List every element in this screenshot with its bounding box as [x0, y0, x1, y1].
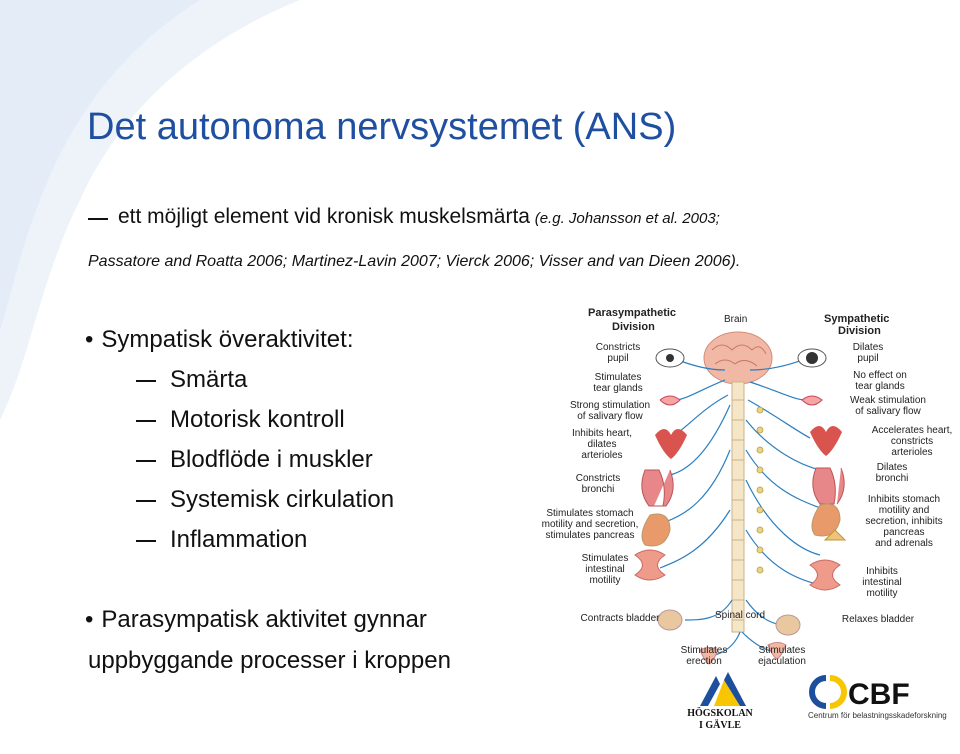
intestine-right: [809, 559, 841, 591]
bullet-sympathetic-text: Sympatisk överaktivitet:: [101, 326, 354, 353]
page-title: Det autonoma nervsystemet (ANS): [87, 106, 677, 148]
dash-marker: [136, 419, 156, 422]
citation-refs-1: (e.g. Johansson et al. 2003;: [534, 210, 720, 227]
sub-item: Smärta: [136, 366, 247, 394]
genital-right: [767, 642, 787, 660]
sub-item-text: Motorisk kontroll: [170, 406, 345, 433]
sub-item-text: Blodflöde i muskler: [170, 446, 373, 473]
sub-item: Blodflöde i muskler: [136, 446, 373, 474]
salivary-left: [659, 395, 681, 406]
bullet-parasympathetic-text: Parasympatisk aktivitet gynnar: [101, 606, 427, 633]
cbf-logo: CBF Centrum för belastningsskadeforsknin…: [808, 675, 947, 720]
salivary-right: [801, 395, 823, 406]
svg-text:Centrum för belastningsskadefo: Centrum för belastningsskadeforskning: [808, 711, 947, 720]
header-sympathetic-2: Division: [838, 325, 881, 337]
citation-lead: ett möjligt element vid kronisk muskelsm…: [118, 205, 530, 228]
adrenal-right: [823, 529, 847, 541]
heart-left: [655, 429, 687, 459]
dash-marker: [136, 459, 156, 462]
bullet-dot: •: [85, 326, 94, 353]
genital-left: [699, 647, 719, 665]
citation-refs-2: Passatore and Roatta 2006; Martinez-Lavi…: [88, 253, 741, 270]
sub-item: Systemisk cirkulation: [136, 486, 394, 514]
dash-marker: [136, 499, 156, 502]
lungs-left: [641, 469, 674, 507]
label-right-bladder: Relaxes bladder: [842, 614, 915, 625]
citation-line-1: ett möjligt element vid kronisk muskelsm…: [88, 205, 720, 229]
dash-marker: [136, 379, 156, 382]
header-parasympathetic-2: Division: [612, 321, 655, 333]
sub-item: Inflammation: [136, 526, 307, 554]
label-left-bladder: Contracts bladder: [581, 613, 661, 624]
sub-item-text: Inflammation: [170, 526, 308, 553]
header-brain: Brain: [724, 314, 747, 325]
svg-text:CBF: CBF: [848, 678, 910, 711]
sub-item: Motorisk kontroll: [136, 406, 345, 434]
dash-marker: [88, 217, 108, 220]
dash-marker: [136, 539, 156, 542]
heart-right: [810, 426, 842, 456]
header-parasympathetic: Parasympathetic: [588, 307, 676, 319]
sub-item-text: Systemisk cirkulation: [170, 486, 395, 513]
lungs-right: [812, 467, 845, 505]
bullet-parasympathetic: • Parasympatisk aktivitet gynnar: [85, 606, 427, 634]
sub-item-text: Smärta: [170, 366, 248, 393]
svg-text:HÖGSKOLAN: HÖGSKOLAN: [687, 706, 753, 719]
bladder-left: [657, 609, 683, 631]
hogskolan-gavle-logo: HÖGSKOLAN I GÄVLE: [687, 672, 754, 731]
svg-text:I GÄVLE: I GÄVLE: [699, 718, 741, 731]
header-sympathetic: Sympathetic: [824, 313, 889, 325]
bullet-sympathetic: • Sympatisk överaktivitet:: [85, 326, 354, 354]
stomach-left: [641, 513, 671, 547]
bullet-parasympathetic-cont: uppbyggande processer i kroppen: [88, 647, 451, 674]
ans-diagram: Parasympathetic Division Brain Sympathet…: [542, 307, 953, 667]
spinal-cord: [731, 381, 745, 633]
label-spinal-cord: Spinal cord: [715, 610, 765, 621]
bladder-right: [775, 614, 801, 636]
brain-shape: [703, 331, 773, 385]
bullet-dot: •: [85, 606, 94, 633]
intestine-left: [634, 549, 666, 581]
